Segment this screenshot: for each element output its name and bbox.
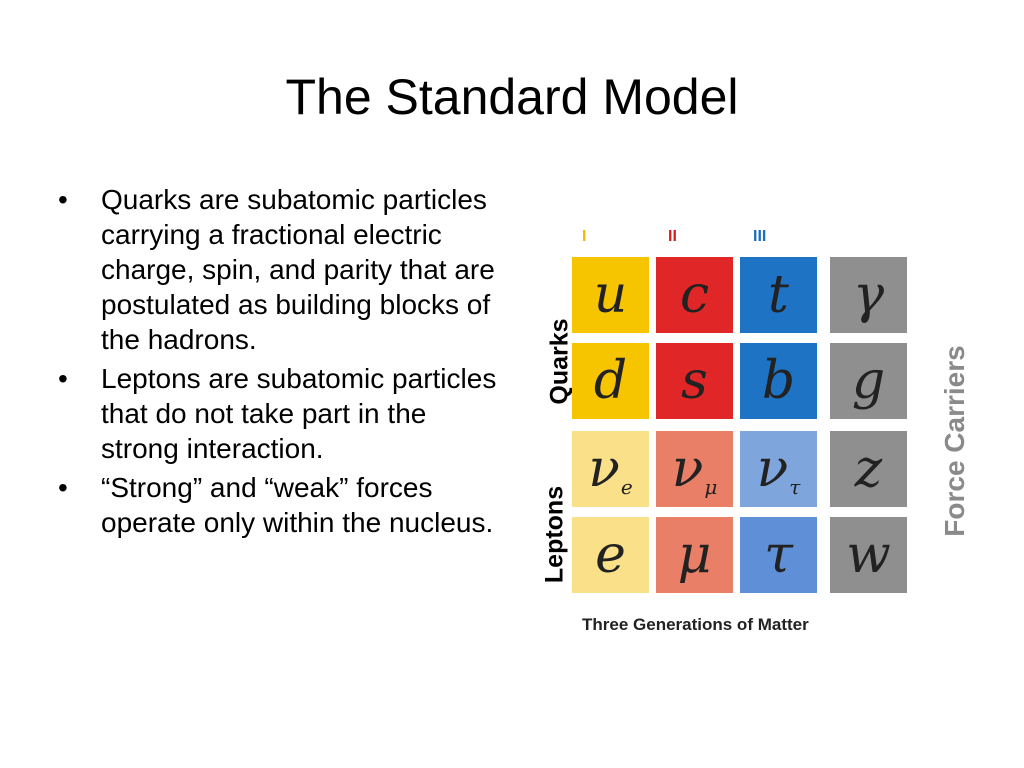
figure-caption: Three Generations of Matter [582, 615, 809, 634]
particle-symbol: w [846, 525, 891, 585]
force-carriers-label: Force Carriers [939, 345, 970, 537]
standard-model-figure: I II III Quarks Leptons Force Carriers u… [530, 225, 980, 645]
generation-label-2: II [668, 228, 677, 245]
particle-cell: s [656, 343, 733, 419]
particle-symbol: τ [764, 525, 793, 585]
bullet-dot: • [58, 184, 68, 215]
particle-symbol: b [761, 351, 796, 411]
particle-symbol: t [768, 265, 789, 325]
particle-cell: g [830, 343, 907, 419]
bullet-item: • Leptons are subatomic particles that d… [58, 361, 503, 466]
leptons-label: Leptons [540, 485, 569, 584]
particle-cell: b [740, 343, 817, 419]
particle-symbol: ν [671, 439, 704, 499]
particle-symbol: s [681, 351, 708, 411]
bullet-dot: • [58, 363, 68, 394]
particle-cell: u [572, 257, 649, 333]
particle-symbol: γ [852, 265, 885, 325]
bullet-text: Leptons are subatomic particles that do … [101, 363, 497, 464]
bullet-text: “Strong” and “weak” forces operate only … [101, 472, 494, 538]
particle-subscript: μ [704, 475, 718, 499]
particle-symbol: ν [756, 439, 789, 499]
bullet-list: • Quarks are subatomic particles carryin… [58, 182, 503, 544]
generation-label-1: I [582, 228, 587, 245]
particle-symbol: u [593, 265, 628, 325]
particle-cell: μ [656, 517, 733, 593]
particle-cell: γ [830, 257, 907, 333]
particle-cell: z [830, 431, 907, 507]
particle-symbol: d [593, 351, 628, 411]
bullet-dot: • [58, 472, 68, 503]
particle-cell: τ [740, 517, 817, 593]
particle-symbol: c [679, 265, 710, 325]
particle-cell: e [572, 517, 649, 593]
particle-subscript: e [620, 475, 633, 499]
bullet-text: Quarks are subatomic particles carrying … [101, 184, 495, 355]
particle-subscript: τ [789, 475, 801, 499]
particle-symbol: g [851, 351, 886, 411]
bullet-item: • Quarks are subatomic particles carryin… [58, 182, 503, 357]
quarks-label: Quarks [545, 318, 574, 405]
particle-cell: d [572, 343, 649, 419]
generation-label-3: III [753, 228, 767, 245]
bullet-item: • “Strong” and “weak” forces operate onl… [58, 470, 503, 540]
particle-symbol: μ [677, 525, 712, 585]
slide-title: The Standard Model [285, 69, 739, 125]
particle-cell: c [656, 257, 733, 333]
particle-cell: w [830, 517, 907, 593]
particle-symbol: z [854, 439, 883, 499]
particle-symbol: e [595, 525, 626, 585]
particle-cell: t [740, 257, 817, 333]
particle-symbol: ν [588, 439, 620, 499]
